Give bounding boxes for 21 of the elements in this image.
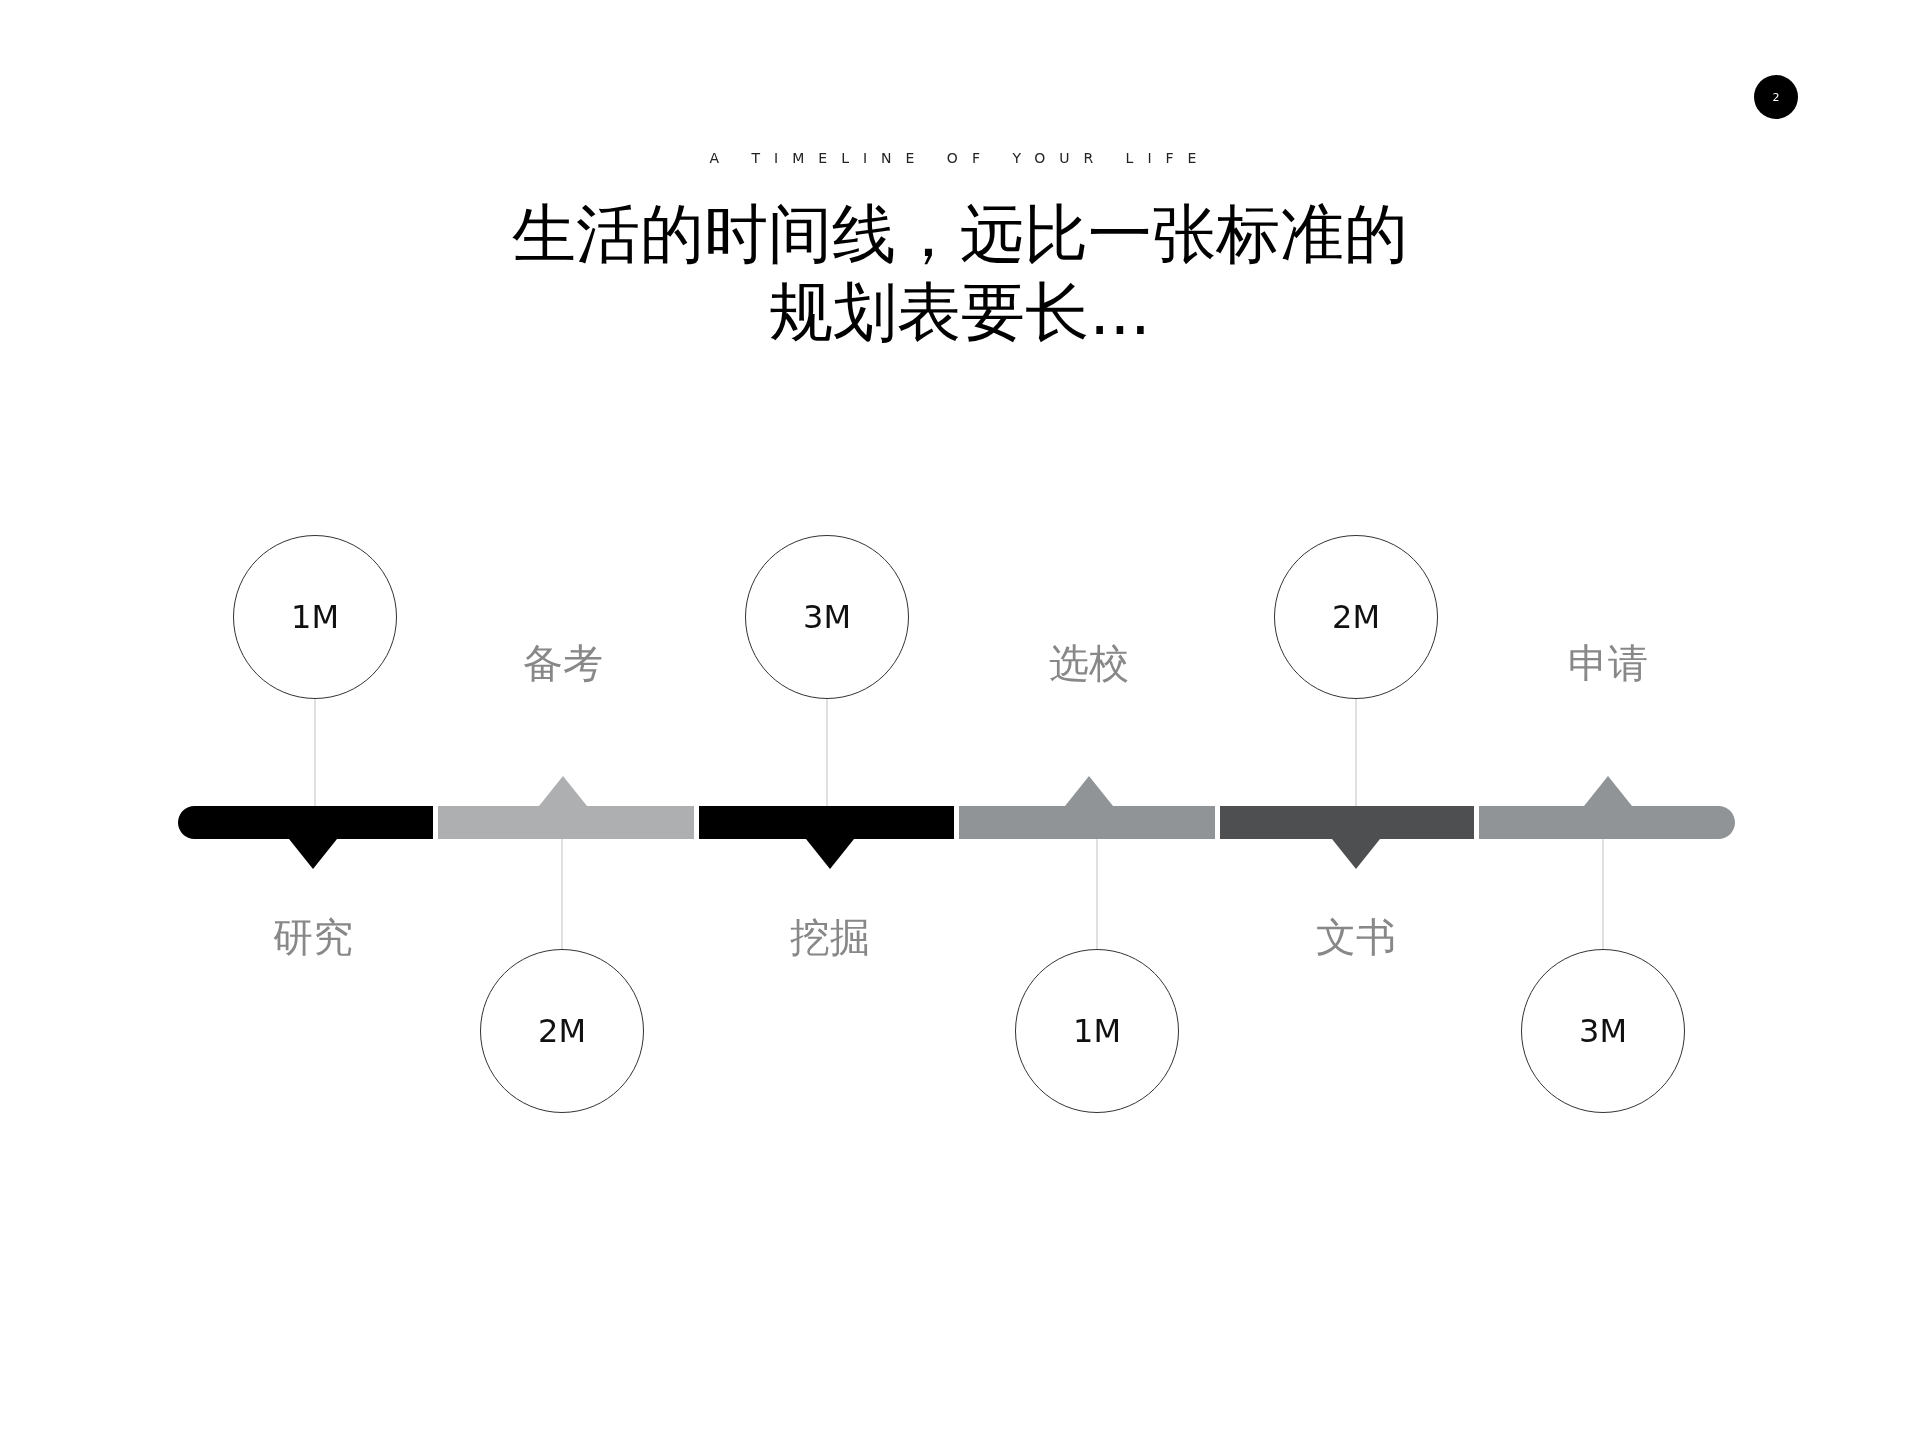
value-circle: 2M	[480, 949, 644, 1113]
stage-label: 研究	[273, 913, 353, 962]
timeline-segment	[1479, 776, 1735, 839]
title: 生活的时间线，远比一张标准的规划表要长...	[511, 196, 1409, 351]
timeline-segment	[1220, 806, 1474, 869]
stage-label: 备考	[523, 639, 603, 688]
timeline-segment	[178, 806, 433, 869]
stage-label: 挖掘	[790, 913, 870, 962]
subtitle: A TIMELINE OF YOUR LIFE	[708, 150, 1212, 166]
value-circle: 3M	[745, 535, 909, 699]
timeline-segment	[438, 776, 694, 839]
stage-label: 选校	[1049, 639, 1129, 688]
value-circle: 2M	[1274, 535, 1438, 699]
page-number: 2	[1754, 75, 1798, 119]
timeline-segment	[699, 806, 954, 869]
value-circle: 1M	[1015, 949, 1179, 1113]
stage-label: 申请	[1568, 639, 1648, 688]
stage-label: 文书	[1316, 913, 1396, 962]
value-circle: 3M	[1521, 949, 1685, 1113]
value-circle: 1M	[233, 535, 397, 699]
timeline-segment	[959, 776, 1215, 839]
